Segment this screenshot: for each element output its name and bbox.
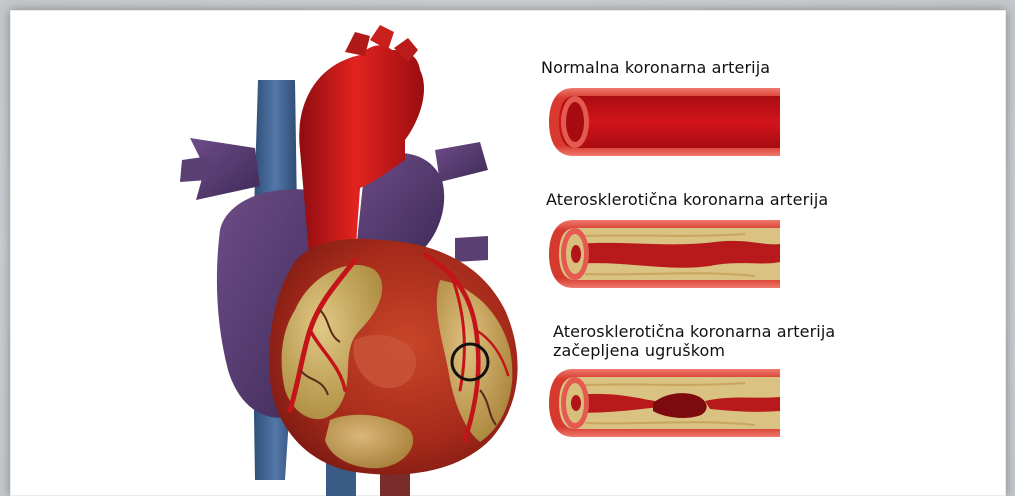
blocked-artery-illustration: [545, 365, 785, 441]
label-atherosclerotic-artery: Aterosklerotična koronarna arterija: [546, 191, 828, 209]
label-normal-artery: Normalna koronarna arterija: [541, 59, 770, 77]
normal-artery-illustration: [545, 84, 785, 160]
label-blocked-artery-line1: Aterosklerotična koronarna arterija: [553, 323, 835, 341]
illustration-card: Normalna koronarna arterija Aterosklerot…: [10, 10, 1006, 496]
heart-illustration: [10, 10, 1006, 496]
label-blocked-artery-line2: začepljena ugruškom: [553, 342, 725, 360]
atherosclerotic-artery-illustration: [545, 216, 785, 292]
